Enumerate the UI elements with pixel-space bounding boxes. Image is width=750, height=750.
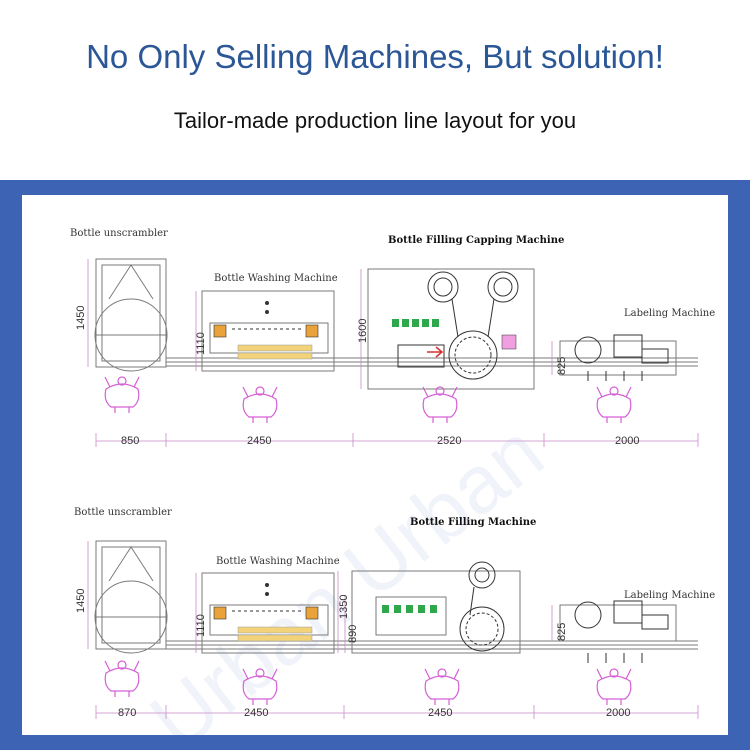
dim-filler-height-b-bottom: 890 — [347, 625, 359, 643]
dim-unscrambler-height-bottom: 1450 — [75, 589, 87, 613]
operator-icon — [422, 386, 458, 424]
operator-icon — [242, 386, 278, 424]
operator-icon — [596, 386, 632, 424]
production-line-diagram: Urban Urban Bottle unscrambler Bottle Wa… — [70, 228, 715, 735]
dim-washer-height-bottom: 1110 — [195, 614, 207, 637]
label-labeler-top: Labeling Machine — [624, 308, 715, 319]
operator-icon — [104, 376, 140, 414]
line-top: Bottle unscrambler Bottle Washing Machin… — [70, 228, 715, 447]
dim-width-filler-bottom: 2450 — [428, 707, 452, 719]
dim-width-labeler-top: 2000 — [615, 435, 639, 447]
dim-unscrambler-height-top: 1450 — [75, 306, 87, 330]
dimensions-top — [87, 259, 699, 447]
dim-width-labeler-bottom: 2000 — [606, 707, 630, 719]
washer-bottom — [201, 572, 335, 654]
labeler-bottom — [559, 600, 677, 663]
dimensions-bottom — [87, 541, 699, 719]
operator-icon — [424, 668, 460, 706]
dim-washer-height-top: 1110 — [195, 332, 207, 355]
label-unscrambler-top: Bottle unscrambler — [70, 228, 168, 239]
line-bottom: Bottle unscrambler Bottle Washing Machin… — [74, 507, 715, 719]
dim-filler-height-top: 1600 — [357, 319, 369, 343]
dim-labeler-height-bottom: 825 — [556, 623, 568, 641]
operator-icon — [596, 668, 632, 706]
dim-width-unscrambler-bottom: 870 — [118, 707, 136, 719]
dim-width-washer-top: 2450 — [247, 435, 271, 447]
subline: Tailor-made production line layout for y… — [173, 108, 577, 133]
dim-labeler-height-top: 825 — [556, 357, 568, 375]
dim-filler-height-a-bottom: 1350 — [338, 595, 350, 619]
headline: No Only Selling Machines, But solution! — [86, 38, 664, 75]
label-filler-bottom: Bottle Filling Machine — [410, 517, 536, 528]
dim-width-filler-top: 2520 — [437, 435, 461, 447]
dim-width-unscrambler-top: 850 — [121, 435, 139, 447]
label-unscrambler-bottom: Bottle unscrambler — [74, 507, 172, 518]
unscrambler-top — [94, 258, 168, 372]
filling-heads-top — [392, 319, 439, 327]
dim-width-washer-bottom: 2450 — [244, 707, 268, 719]
filler-bottom — [351, 561, 521, 654]
label-washer-bottom: Bottle Washing Machine — [216, 556, 340, 567]
filler-capper-top — [367, 268, 535, 390]
layout-panel: Urban Urban Bottle unscrambler Bottle Wa… — [22, 195, 728, 735]
label-labeler-bottom: Labeling Machine — [624, 590, 715, 601]
label-washer-top: Bottle Washing Machine — [214, 273, 338, 284]
operator-icon — [104, 660, 140, 698]
filling-heads-bottom — [382, 605, 437, 613]
unscrambler-bottom — [94, 540, 168, 654]
labeler-top — [559, 334, 677, 381]
label-filler-top: Bottle Filling Capping Machine — [388, 235, 564, 246]
washer-top — [201, 290, 335, 372]
